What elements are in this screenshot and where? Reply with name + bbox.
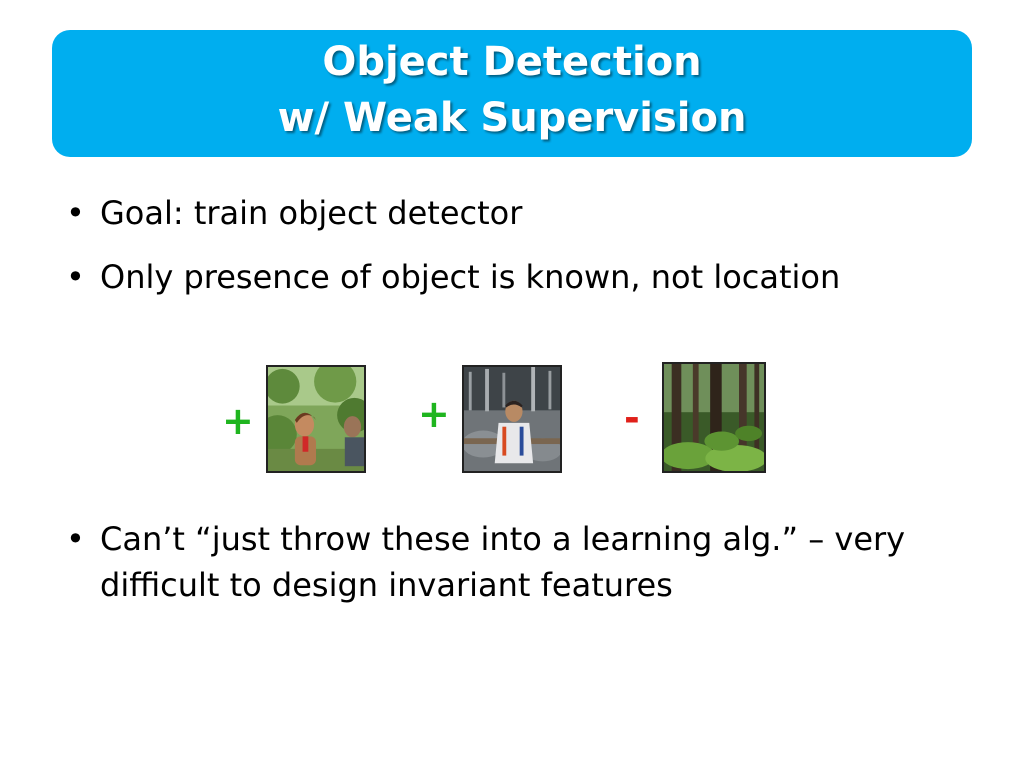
positive-sign: + (222, 399, 254, 443)
bullet-item: Can’t “just throw these into a learning … (66, 516, 980, 608)
bullet-item: Only presence of object is known, not lo… (66, 254, 986, 300)
bullet-item: Goal: train object detector (66, 190, 986, 236)
positive-sign: + (418, 392, 450, 436)
title-line-1: Object Detection (322, 39, 702, 85)
negative-sign: - (624, 396, 640, 440)
bullet-list-top: Goal: train object detector Only presenc… (66, 190, 986, 318)
forest-only-photo (662, 362, 766, 473)
title-line-2: w/ Weak Supervision (277, 95, 747, 141)
person-by-rocks-photo (462, 365, 562, 473)
title-banner: Object Detection w/ Weak Supervision (52, 30, 972, 157)
photo-illustration (464, 367, 560, 471)
bullet-list-bottom: Can’t “just throw these into a learning … (66, 516, 986, 626)
person-in-forest-photo (266, 365, 366, 473)
photo-illustration (268, 367, 364, 471)
photo-illustration (664, 364, 764, 471)
